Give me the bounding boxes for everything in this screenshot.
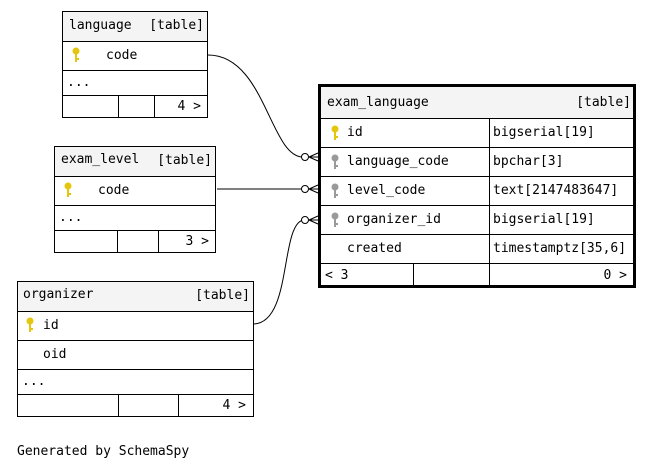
table-header: exam_level [table] — [55, 147, 215, 176]
table-exam-level[interactable]: exam_level [table] code ... 3 > — [54, 146, 216, 253]
table-footer: 4 > — [63, 95, 207, 117]
column-row[interactable]: created timestamptz[35,6] — [321, 234, 633, 263]
foreign-key-icon — [331, 212, 339, 227]
column-name: language_code — [347, 154, 449, 169]
table-language[interactable]: language [table] code ... 4 > — [62, 11, 208, 118]
table-kind: [table] — [195, 288, 250, 303]
parents-count: < 3 — [325, 268, 349, 283]
column-name: code — [98, 183, 130, 198]
column-row[interactable]: organizer_id bigserial[19] — [321, 205, 633, 234]
generated-by-label: Generated by SchemaSpy — [17, 444, 190, 459]
column-type: text[2147483647] — [493, 183, 619, 198]
crow-foot-organizer — [301, 215, 319, 225]
table-kind: [table] — [149, 18, 204, 33]
ellipsis: ... — [67, 75, 91, 90]
ellipsis-row: ... — [55, 205, 215, 230]
column-row[interactable]: level_code text[2147483647] — [321, 176, 633, 205]
table-organizer[interactable]: organizer [table] id oid ... 4 > — [17, 281, 254, 417]
table-footer: < 3 0 > — [321, 263, 633, 285]
table-name: language — [69, 18, 132, 33]
table-header: exam_language [table] — [321, 87, 633, 118]
table-header: language [table] — [63, 12, 207, 41]
column-name: oid — [43, 347, 67, 362]
table-name: organizer — [23, 287, 94, 302]
children-count: 4 > — [222, 398, 246, 413]
column-name: id — [347, 125, 363, 140]
ellipsis: ... — [59, 210, 83, 225]
crow-foot-language — [301, 152, 319, 162]
table-footer: 3 > — [55, 230, 215, 252]
table-header: organizer [table] — [18, 282, 253, 311]
ellipsis: ... — [22, 374, 46, 389]
column-name: id — [43, 318, 59, 333]
crow-foot-exam-level — [301, 184, 319, 194]
ellipsis-row: ... — [63, 70, 207, 95]
children-count: 4 > — [177, 99, 201, 114]
column-name: organizer_id — [347, 212, 441, 227]
primary-key-icon — [331, 125, 339, 140]
table-name: exam_language — [327, 95, 429, 110]
table-kind: [table] — [576, 95, 631, 110]
column-row[interactable]: code — [55, 176, 215, 205]
table-kind: [table] — [157, 153, 212, 168]
column-type: bigserial[19] — [493, 125, 595, 140]
column-type: bpchar[3] — [493, 154, 564, 169]
ellipsis-row: ... — [18, 369, 253, 394]
column-row[interactable]: code — [63, 41, 207, 70]
table-footer: 4 > — [18, 394, 253, 416]
primary-key-icon — [64, 182, 72, 197]
column-name: code — [106, 48, 138, 63]
edge-language-to-exam-language — [207, 54, 304, 158]
primary-key-icon — [26, 317, 34, 332]
primary-key-icon — [72, 47, 80, 62]
table-name: exam_level — [61, 152, 140, 167]
column-row[interactable]: oid — [18, 340, 253, 369]
table-exam-language[interactable]: exam_language [table] id bigserial[19] l… — [318, 84, 636, 288]
edge-organizer-to-exam-language — [253, 219, 304, 325]
column-name: created — [347, 241, 402, 256]
children-count: 0 > — [603, 268, 627, 283]
foreign-key-icon — [331, 154, 339, 169]
foreign-key-icon — [331, 183, 339, 198]
column-name: level_code — [347, 183, 426, 198]
column-type: timestamptz[35,6] — [493, 241, 627, 256]
children-count: 3 > — [185, 234, 209, 249]
column-type: bigserial[19] — [493, 212, 595, 227]
column-row[interactable]: language_code bpchar[3] — [321, 147, 633, 176]
column-row[interactable]: id — [18, 311, 253, 340]
column-row[interactable]: id bigserial[19] — [321, 118, 633, 147]
